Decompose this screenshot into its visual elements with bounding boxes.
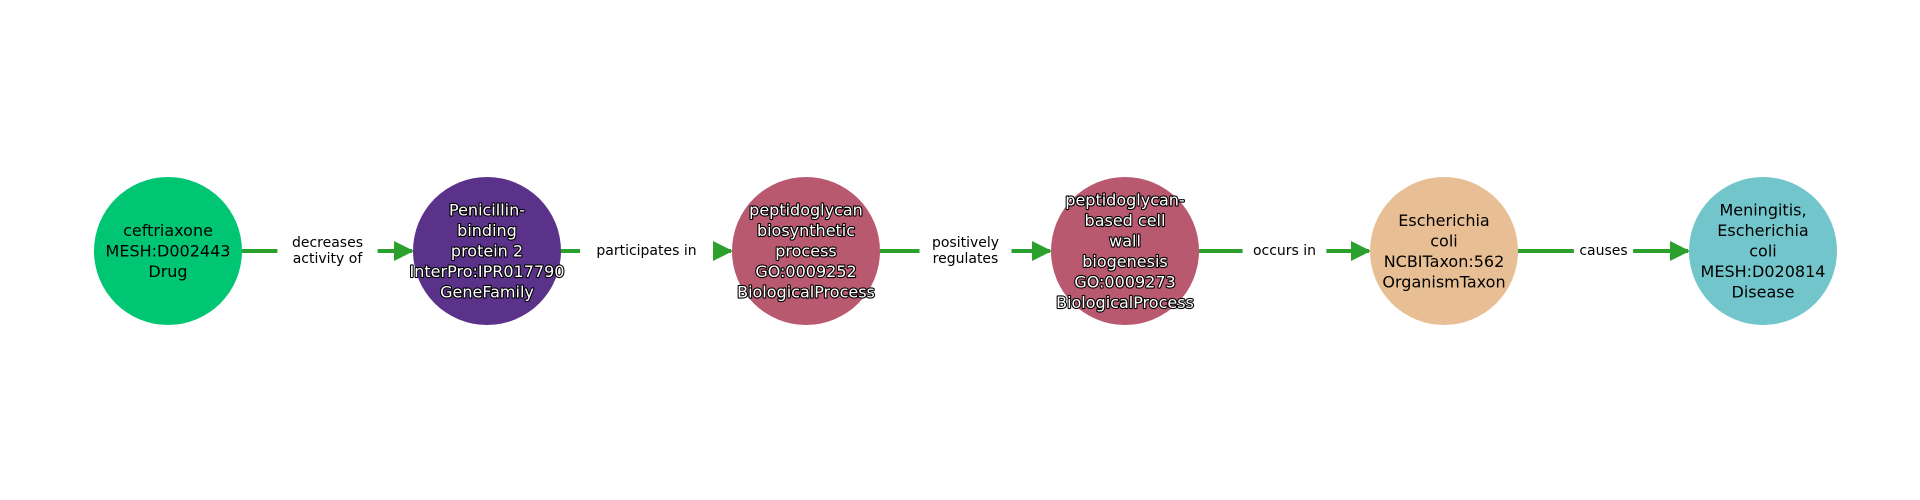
node-label-line: InterPro:IPR017790: [410, 262, 565, 281]
node-label-line: ceftriaxone: [123, 221, 213, 240]
node-circle: [413, 177, 561, 325]
node-circle: [732, 177, 880, 325]
node-label-line: BiologicalProcess: [737, 283, 875, 302]
edge-label-background: [919, 232, 1012, 270]
edge-label-background: [580, 240, 713, 262]
node-label-line: GeneFamily: [440, 283, 534, 302]
node-label-line: based cell: [1085, 211, 1166, 230]
node-label-line: binding: [457, 221, 517, 240]
node-label-line: MESH:D002443: [106, 242, 231, 261]
node-n4: EscherichiacoliNCBITaxon:562OrganismTaxo…: [1370, 177, 1518, 325]
edge-label-line: occurs in: [1253, 243, 1316, 259]
node-circle: [1370, 177, 1518, 325]
node-label-line: BiologicalProcess: [1056, 293, 1194, 312]
edge-label-line: participates in: [596, 243, 696, 259]
node-n1: Penicillin-binding protein 2InterPro:IPR0…: [408, 177, 566, 325]
edge-label-line: decreases: [292, 235, 363, 251]
node-circle: [1689, 177, 1837, 325]
node-label-line: wall: [1109, 231, 1141, 250]
node-label-line: OrganismTaxon: [1382, 272, 1505, 291]
edge-n1-n2: participates in: [561, 240, 733, 262]
edge-label-background: [1573, 240, 1634, 262]
node-n5: Meningitis,Escherichia coliMESH:D020814Di…: [1689, 177, 1837, 325]
node-label-line: Escherichia: [1398, 211, 1489, 230]
node-label-line: NCBITaxon:562: [1384, 252, 1505, 271]
node-label-line: coli: [1430, 231, 1457, 250]
node-label-line: Meningitis,: [1719, 201, 1806, 220]
node-label-line: peptidoglycan: [749, 201, 863, 220]
node-label-line: Drug: [148, 262, 187, 281]
edge-label-line: activity of: [293, 251, 364, 267]
node-label-line: biosynthetic: [757, 221, 855, 240]
node-label-line: Penicillin-: [449, 201, 525, 220]
edge-label-line: positively: [932, 235, 999, 251]
edge-label-line: regulates: [933, 251, 999, 267]
edge-n4-n5: causes: [1518, 240, 1690, 262]
node-label-line: GO:0009273: [1074, 272, 1175, 291]
node-label-line: Escherichia: [1717, 221, 1808, 240]
node-label-line: process: [775, 242, 836, 261]
node-label-line: GO:0009252: [755, 262, 856, 281]
node-label-line: peptidoglycan-: [1065, 190, 1184, 209]
node-circle: [1051, 177, 1199, 325]
node-label-line: biogenesis: [1082, 252, 1168, 271]
node-label-line: coli: [1749, 242, 1776, 261]
edge-label-line: causes: [1579, 243, 1627, 259]
node-label-line: MESH:D020814: [1701, 262, 1826, 281]
edge-label-background: [1242, 240, 1327, 262]
node-label-line: protein 2: [451, 242, 523, 261]
node-circle: [94, 177, 242, 325]
edge-label-background: [277, 232, 378, 270]
edge-n3-n4: occurs in: [1199, 240, 1371, 262]
node-label-line: Disease: [1732, 283, 1795, 302]
